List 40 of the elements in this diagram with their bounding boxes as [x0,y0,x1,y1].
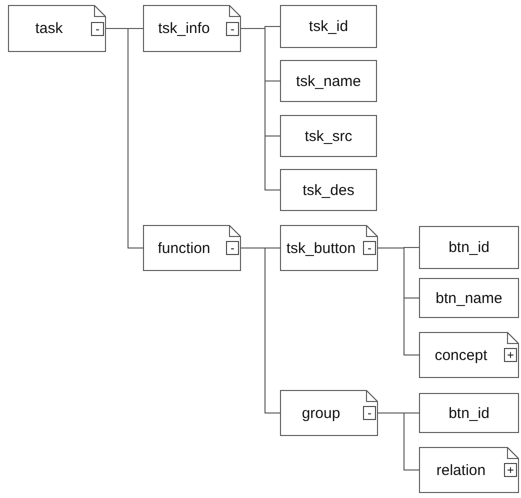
node-label: tsk_id [308,18,348,35]
node-label: btn_id [448,404,490,422]
field-box [419,278,519,318]
toggle-button: - [363,406,376,420]
node-label: concept [434,346,488,364]
field-box [419,393,519,433]
node-label: group [302,404,340,422]
toggle-button: - [363,241,376,255]
document-node [280,390,378,436]
toggle-button: + [504,463,517,477]
toggle-button: - [226,241,239,255]
toggle-button: - [226,22,239,36]
node-label: relation [436,462,486,478]
node-label: btn_name [436,290,502,306]
field-box [280,169,377,211]
node-label: tsk_des [302,182,354,198]
document-node [280,225,378,271]
document-node [419,332,519,378]
connector-line [240,28,280,190]
connector-line [378,248,420,356]
connector-line [378,412,420,470]
field-box [419,226,519,269]
connector-line [240,248,280,414]
toggle-button: - [91,22,104,36]
node-label: tsk_info [158,20,210,37]
document-node [419,447,519,493]
document-node [8,5,106,52]
toggle-button: + [504,348,517,362]
node-label: tsk_button [286,240,356,256]
field-box [280,60,377,102]
connector-line [106,28,144,248]
node-label: task [35,20,63,37]
node-label: tsk_src [304,128,352,144]
field-box [280,115,377,157]
field-box [280,5,377,48]
document-node [143,225,241,271]
node-label: btn_id [448,239,490,256]
document-node [143,5,241,52]
node-label: function [158,240,210,256]
node-label: tsk_name [296,72,362,90]
